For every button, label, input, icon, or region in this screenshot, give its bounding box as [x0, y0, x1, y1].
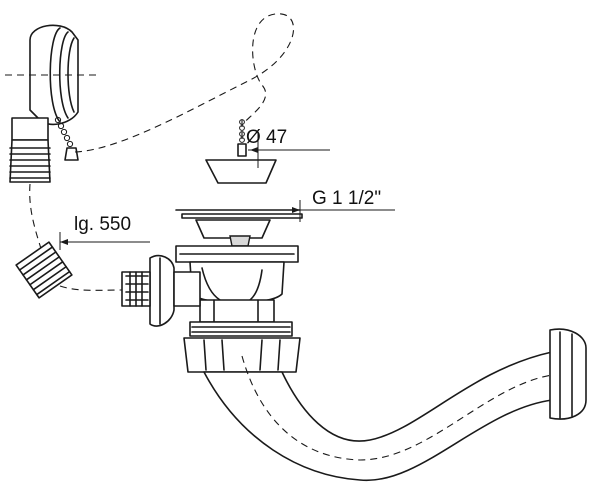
overflow-head-ribs	[9, 147, 51, 179]
trap-pipe	[203, 351, 561, 482]
plug-chain	[237, 119, 247, 157]
overflow-chain	[54, 116, 79, 161]
plug-stopper	[205, 159, 277, 184]
overflow-hose-dashed	[29, 183, 43, 253]
strainer-flange	[175, 209, 303, 247]
diameter-label: Ø 47	[246, 127, 287, 148]
hose-end-piece	[15, 241, 73, 299]
overflow-hose-dashed-lower	[59, 285, 123, 291]
length-dimension: lg. 550	[59, 214, 150, 250]
drain-body	[175, 245, 299, 337]
diameter-dimension: Ø 47	[246, 127, 330, 168]
chain-loop-dashed	[74, 13, 295, 153]
trap-end-nut	[549, 328, 587, 420]
overflow-head	[5, 24, 100, 183]
thread-dimension: G 1 1/2"	[292, 188, 395, 222]
length-label: lg. 550	[74, 214, 131, 235]
thread-label: G 1 1/2"	[312, 188, 381, 209]
overflow-connector	[121, 254, 201, 327]
trap-nut	[183, 337, 301, 373]
